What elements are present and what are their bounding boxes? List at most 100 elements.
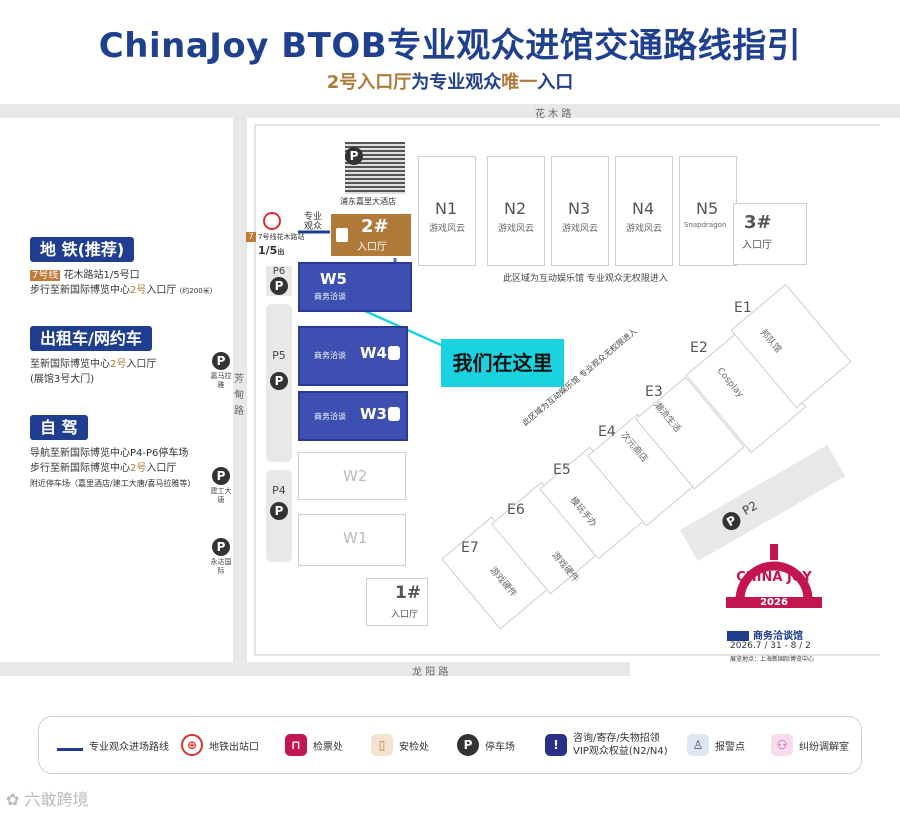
info-icon: ! [545, 734, 567, 756]
entrance-1-hall[interactable]: 1# 入口厅 [366, 578, 428, 626]
entrance-2-hall[interactable]: 2# 入口厅 [331, 214, 411, 256]
parking-icon-p2: P [719, 508, 744, 534]
hall-w2-name: W2 [343, 467, 368, 485]
metro-icon-station [263, 212, 281, 230]
you-are-here: 我们在这里 [441, 339, 564, 387]
hall-w2[interactable]: W2 [298, 452, 406, 500]
legend-mediation: ⚇ 纠纷调解室 [771, 717, 849, 773]
hall-n1[interactable]: N1 游戏风云 [418, 156, 476, 266]
metro-exit: 1/5出 [258, 244, 284, 257]
taxi-line-1-a: 至新国际博览中心 [30, 359, 110, 370]
subtitle-entry: 入口 [537, 72, 574, 93]
logo-venue: 展览地点：上海新国际博览中心 [730, 656, 815, 663]
info-icon-w4 [388, 346, 400, 360]
hall-e7-name: E1 [734, 300, 752, 316]
logo-b2b-text: 商务洽谈馆 [753, 631, 803, 642]
road-label-huamu: 花 木 路 [535, 109, 572, 120]
drive-heading: 自 驾 [30, 415, 88, 440]
parking-icon: P [457, 734, 479, 756]
chinajoy-logo: CHINA JOY 2026 [726, 544, 822, 618]
road-fangdian [233, 104, 247, 676]
drive-line-2-a: 步行至新国际博览中心 [30, 463, 130, 474]
hall-e4-name: E4 [598, 424, 616, 440]
metro-line-2-a: 步行至新国际博览中心 [30, 285, 130, 296]
hall-n4-sub: 游戏风云 [626, 224, 663, 234]
outer-parking-3: P 永达国际 [210, 538, 232, 576]
drive-line-2-b: 2号 [130, 463, 147, 474]
hall-e1-name: E7 [461, 540, 479, 556]
legend-info: ! 咨询/寄存/失物招领 VIP观众权益(N2/N4) [545, 717, 668, 773]
ticket-gate-icon: ⊓ [285, 734, 307, 756]
legend-info-label2: VIP观众权益(N2/N4) [573, 746, 668, 757]
entrance-3-hall[interactable]: 3# 入口厅 [733, 203, 807, 265]
parking-lot-p6: P6 P [266, 266, 292, 296]
metro-exit-suffix: 出 [277, 248, 285, 256]
hall-w5[interactable]: W5 商务洽谈 [298, 262, 412, 312]
outer-parking-1: P 嘉马拉雅 [210, 352, 232, 390]
entrance-3-num: 3# [744, 212, 772, 233]
taxi-heading: 出租车/网约车 [30, 326, 152, 351]
legend-parking: P 停车场 [457, 717, 515, 773]
page-title: ChinaJoy BTOB专业观众进馆交通路线指引 [98, 26, 802, 66]
parking-icon-outer-1: P [212, 352, 230, 370]
parking-icon-p5: P [270, 372, 288, 390]
parking-p2-label: P2 [739, 498, 760, 518]
legend-info-label: 咨询/寄存/失物招领 [573, 733, 660, 744]
hall-n4[interactable]: N4 游戏风云 [615, 156, 673, 266]
hall-w4[interactable]: 商务洽谈 W4 [298, 326, 408, 386]
metro-heading: 地 铁(推荐) [30, 237, 135, 262]
info-icon-w3 [388, 407, 400, 421]
hall-w3-sub: 商务洽谈 [314, 412, 346, 421]
hall-n3-name: N3 [568, 199, 591, 218]
logo-main-text: CHINA JOY [736, 570, 812, 585]
page-subtitle: 2号入口厅为专业观众唯一入口 [0, 68, 900, 94]
logo-year: 2026 [726, 597, 822, 608]
legend-police-label: 报警点 [715, 741, 745, 753]
pro-audience-tag: 专业观众 [304, 212, 323, 232]
metro-line-badge: 7 [246, 232, 256, 242]
logo-b2b-label: 商务洽谈馆 [727, 627, 803, 642]
hall-w3[interactable]: 商务洽谈 W3 [298, 391, 408, 441]
entrance-1-label: 入口厅 [391, 610, 419, 620]
outer-parking-2: P 建工大唐 [210, 467, 232, 505]
metro-icon: ⊕ [181, 734, 203, 756]
hall-n5-name: N5 [696, 199, 719, 218]
metro-station-name: 7号线花木路站 [258, 233, 305, 241]
parking-icon-outer-3: P [212, 538, 230, 556]
hall-w1[interactable]: W1 [298, 514, 406, 566]
parking-icon-p4: P [270, 502, 288, 520]
parking-lot-p5: P5 P [266, 304, 292, 462]
outer-parking-1-label: 嘉马拉雅 [210, 372, 232, 389]
parking-p6-label: P6 [272, 266, 286, 277]
drive-line-3: 附近停车场（嘉里酒店/建工大唐/喜马拉雅等） [30, 479, 196, 488]
road-label-longyang: 龙 阳 路 [412, 667, 449, 678]
hall-n1-name: N1 [435, 199, 458, 218]
metro-line-2-d: (约200米) [179, 287, 213, 295]
hall-n1-sub: 游戏风云 [429, 224, 466, 234]
taxi-line-1-c: 入口厅 [126, 359, 157, 370]
map-legend: 专业观众进场路线 ⊕ 地铁出站口 ⊓ 检票处 ▯ 安检处 P 停车场 ! 咨询/… [38, 716, 862, 774]
parking-p5-label: P5 [272, 349, 286, 362]
taxi-line-2: (展馆3号大门) [30, 374, 95, 385]
hall-w5-name: W5 [320, 270, 347, 288]
hall-n4-name: N4 [632, 199, 655, 218]
legend-route-label: 专业观众进场路线 [89, 741, 169, 753]
legend-metro: ⊕ 地铁出站口 [181, 717, 259, 773]
sidebar-metro: 地 铁(推荐) 7号线 花木路站1/5号口 步行至新国际博览中心2号入口厅 (约… [30, 236, 240, 299]
metro-line-1-rest: 花木路站1/5号口 [63, 270, 140, 281]
drive-line-2: 步行至新国际博览中心2号入口厅 [30, 461, 240, 476]
metro-line-2-b: 2号 [130, 285, 147, 296]
logo-dates: 2026.7 / 31 - 8 / 2 [730, 641, 811, 651]
outer-parking-3-label: 永达国际 [210, 558, 232, 575]
sidebar-drive: 自 驾 导航至新国际博览中心P4-P6停车场 步行至新国际博览中心2号入口厅 附… [30, 414, 240, 491]
legend-metro-label: 地铁出站口 [209, 741, 259, 753]
entrance-1-num: 1# [395, 583, 422, 603]
hall-w4-name: W4 [360, 344, 387, 362]
entrance-2-label: 入口厅 [357, 242, 387, 253]
drive-line-2-c: 入口厅 [146, 463, 177, 474]
hall-w1-name: W1 [343, 529, 368, 547]
metro-exit-num: 1/5 [258, 244, 278, 257]
